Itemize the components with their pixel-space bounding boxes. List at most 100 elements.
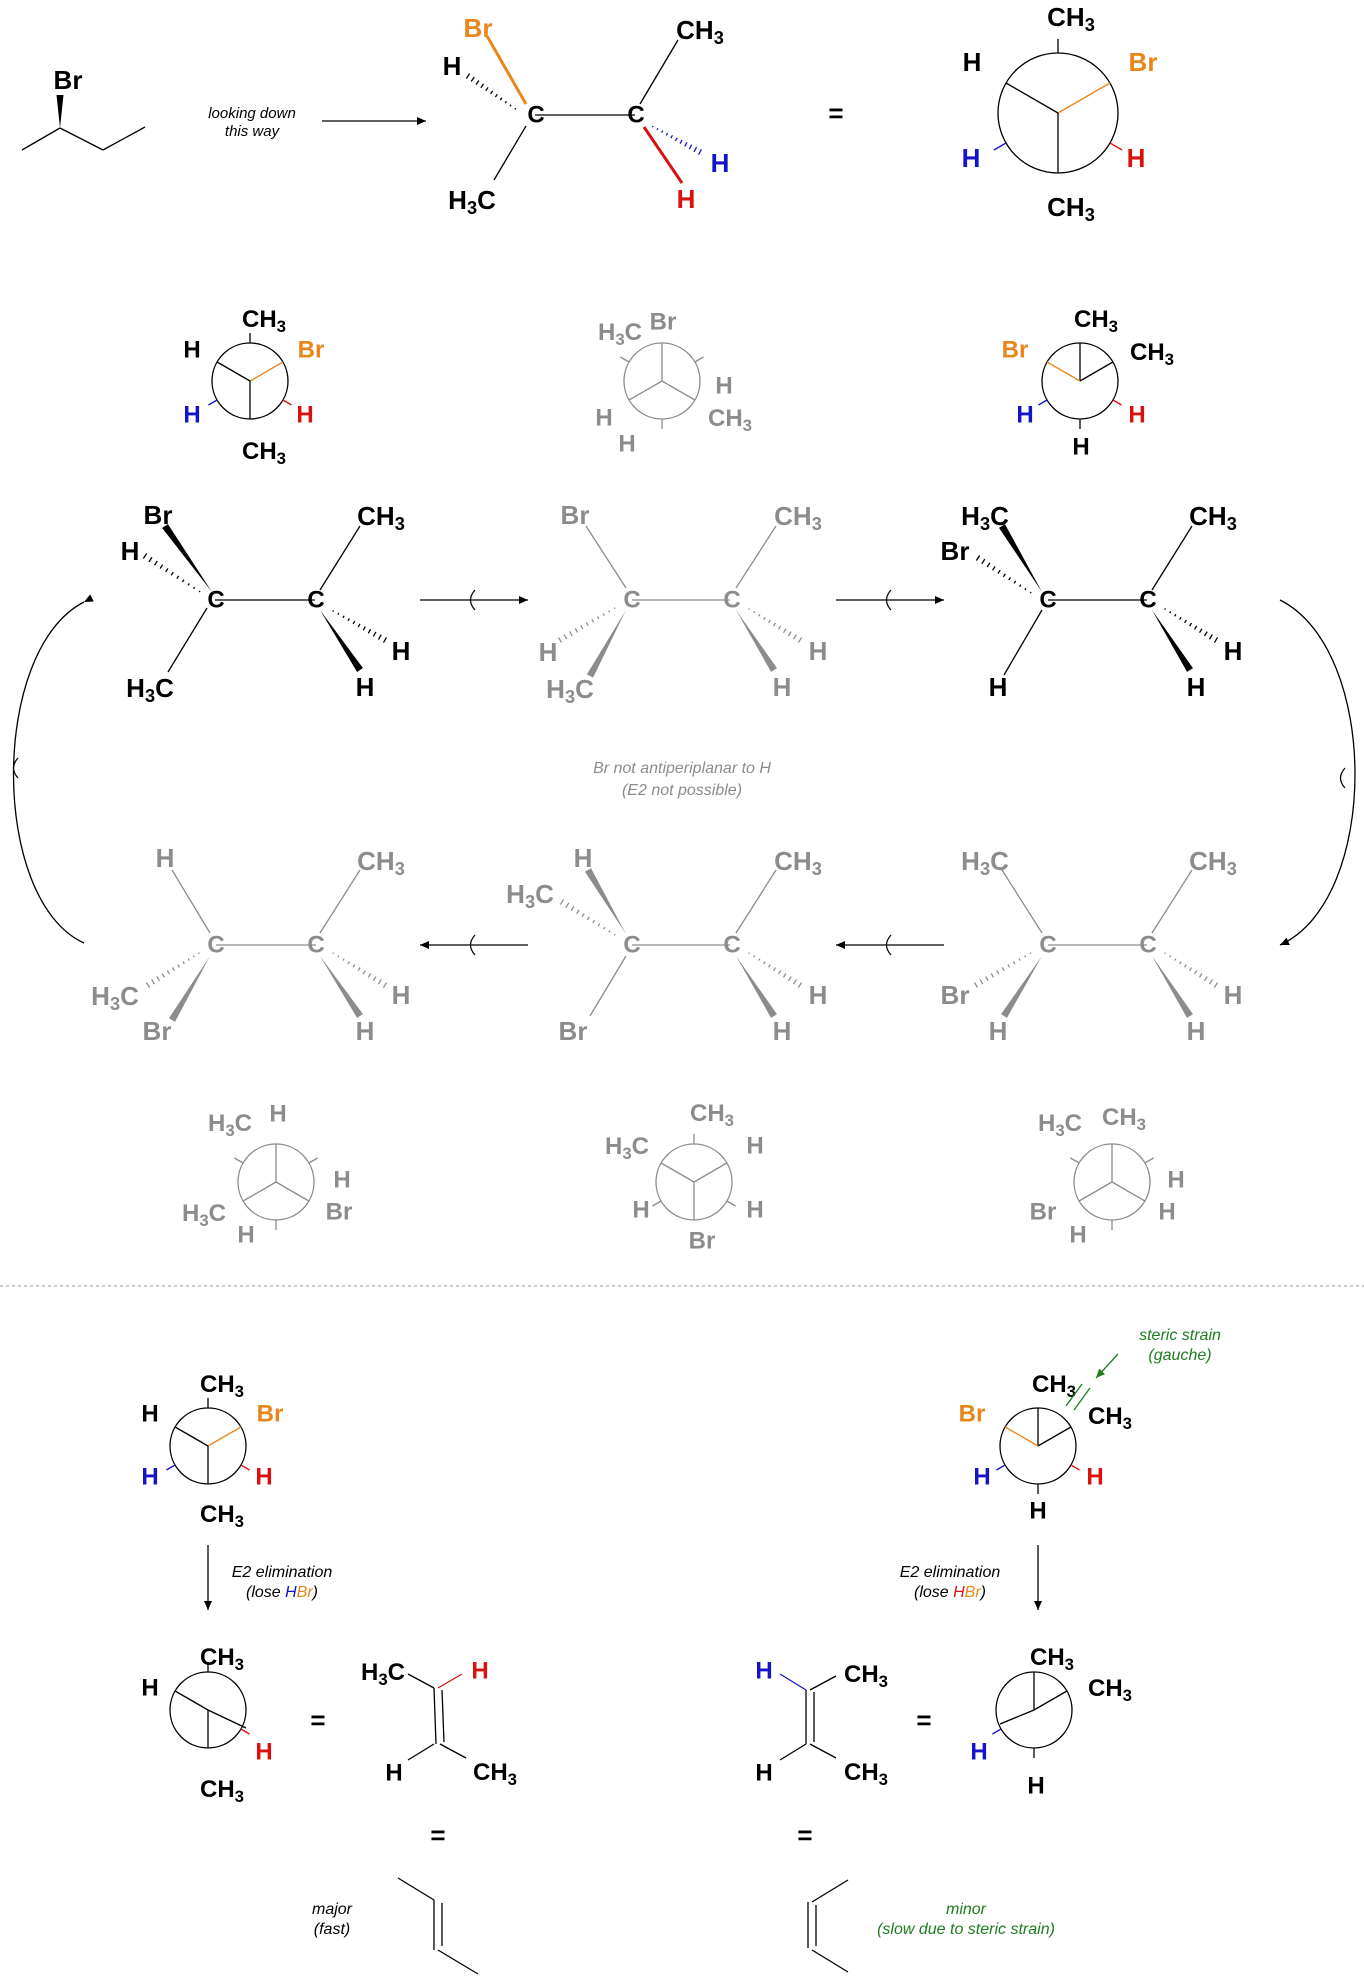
ch3-label: CH3	[844, 1661, 888, 1691]
h-label: H	[773, 1016, 792, 1046]
ch3-bond	[809, 1675, 837, 1691]
ch3-bond	[1151, 869, 1193, 934]
h-label: H	[746, 1197, 763, 1224]
h-label: H	[595, 405, 612, 432]
h-label: H	[385, 1760, 402, 1787]
h3c-label: H3C	[1038, 1110, 1082, 1140]
h-bond	[1003, 609, 1043, 676]
newman-staggered-2	[1038, 342, 1122, 429]
hashed-bond	[332, 952, 388, 988]
h-label: H	[973, 1464, 990, 1491]
h-label: H	[183, 337, 200, 364]
h-label: H	[1027, 1773, 1044, 1800]
wedge-bond	[1152, 610, 1193, 672]
hashed-bond	[1164, 608, 1219, 643]
note-text: Br not antiperiplanar to H	[593, 760, 771, 777]
ch3-label: CH3	[200, 1644, 244, 1674]
skeletal-bond	[59, 127, 104, 151]
hashed-bond	[559, 899, 616, 936]
note-text: E2 elimination	[900, 1564, 1001, 1581]
br-label: Br	[941, 980, 970, 1010]
ch3-label: CH3	[473, 1759, 517, 1789]
br-label: Br	[464, 13, 493, 43]
c-label: C	[207, 932, 224, 959]
c-label: C	[1139, 587, 1156, 614]
note-text: major	[312, 1901, 353, 1918]
c-label: C	[1039, 932, 1056, 959]
c-label: C	[207, 587, 224, 614]
skeletal-bond	[397, 1877, 435, 1901]
h-label: H	[1224, 636, 1243, 666]
h-label: H	[356, 1016, 375, 1046]
wedge-bond	[162, 523, 212, 592]
h-label: H	[1167, 1167, 1184, 1194]
wedge-bond	[584, 868, 626, 934]
wedge-bond	[320, 956, 363, 1018]
ch3-label: CH3	[1130, 339, 1174, 369]
h-label: H	[392, 636, 411, 666]
h3c-label: H3C	[126, 673, 174, 706]
equals-sign: =	[310, 1705, 325, 1735]
rotation-icon	[885, 589, 892, 611]
br-label: Br	[559, 1016, 588, 1046]
wedge-bond	[736, 610, 777, 672]
equals-sign: =	[430, 1820, 445, 1850]
c-label: C	[527, 102, 544, 129]
h-label: H	[809, 636, 828, 666]
c-label: C	[723, 587, 740, 614]
h-label: H	[963, 47, 982, 77]
hashed-bond	[145, 952, 200, 988]
h-label: H	[574, 843, 593, 873]
ch3-label: CH3	[1047, 192, 1095, 225]
h-label: H	[773, 672, 792, 702]
br-label: Br	[143, 1016, 172, 1046]
h-label: H	[121, 536, 140, 566]
h3c-label: H3C	[448, 185, 496, 218]
skeletal-bond	[437, 1949, 479, 1975]
ch3-label: CH3	[690, 1100, 734, 1130]
h-label: H	[255, 1739, 272, 1766]
wedge-bond	[736, 956, 777, 1018]
ch3-bond	[493, 125, 527, 181]
note-text: this way	[225, 123, 281, 140]
h-label: H	[141, 1464, 158, 1491]
newman-eclipsed-3	[1070, 1143, 1154, 1230]
note-text: (E2 not possible)	[622, 782, 742, 799]
h-label: H	[443, 51, 462, 81]
ch3-label: CH3	[357, 501, 405, 534]
note-text: E2 elimination	[232, 1564, 333, 1581]
br-label: Br	[689, 1228, 716, 1255]
skeletal-bond	[102, 126, 146, 151]
h-label: H	[746, 1133, 763, 1160]
h-bond	[407, 1743, 435, 1761]
c-label: C	[627, 102, 644, 129]
ch3-label: CH3	[200, 1776, 244, 1806]
ch3-label: CH3	[242, 438, 286, 468]
h-label: H	[715, 373, 732, 400]
h-label: H	[156, 843, 175, 873]
newman-top	[993, 39, 1123, 174]
ch3-bond	[809, 1743, 837, 1759]
curved-rotation-arrow-right	[1279, 599, 1356, 946]
h3c-label: H3C	[182, 1200, 226, 1230]
lose-hbr-note: (lose HBr)	[246, 1584, 318, 1601]
h-label: H	[618, 431, 635, 458]
rotation-icon	[885, 934, 892, 956]
br-label: Br	[257, 1401, 284, 1428]
h-label: H	[1016, 402, 1033, 429]
newman-staggered-1	[208, 333, 292, 420]
h-label: H	[471, 1658, 488, 1685]
h-bond	[171, 869, 211, 934]
h-bond	[437, 1673, 463, 1689]
c-label: C	[1039, 587, 1056, 614]
hashed-bond	[465, 73, 517, 110]
note-text: minor	[946, 1901, 987, 1918]
ch3-label: CH3	[774, 846, 822, 879]
br-label: Br	[326, 1199, 353, 1226]
ch3-bond	[167, 607, 208, 673]
wedge-bond	[168, 956, 210, 1022]
h-label: H	[711, 148, 730, 178]
br-label: Br	[1002, 337, 1029, 364]
ch3-label: CH3	[1189, 846, 1237, 879]
